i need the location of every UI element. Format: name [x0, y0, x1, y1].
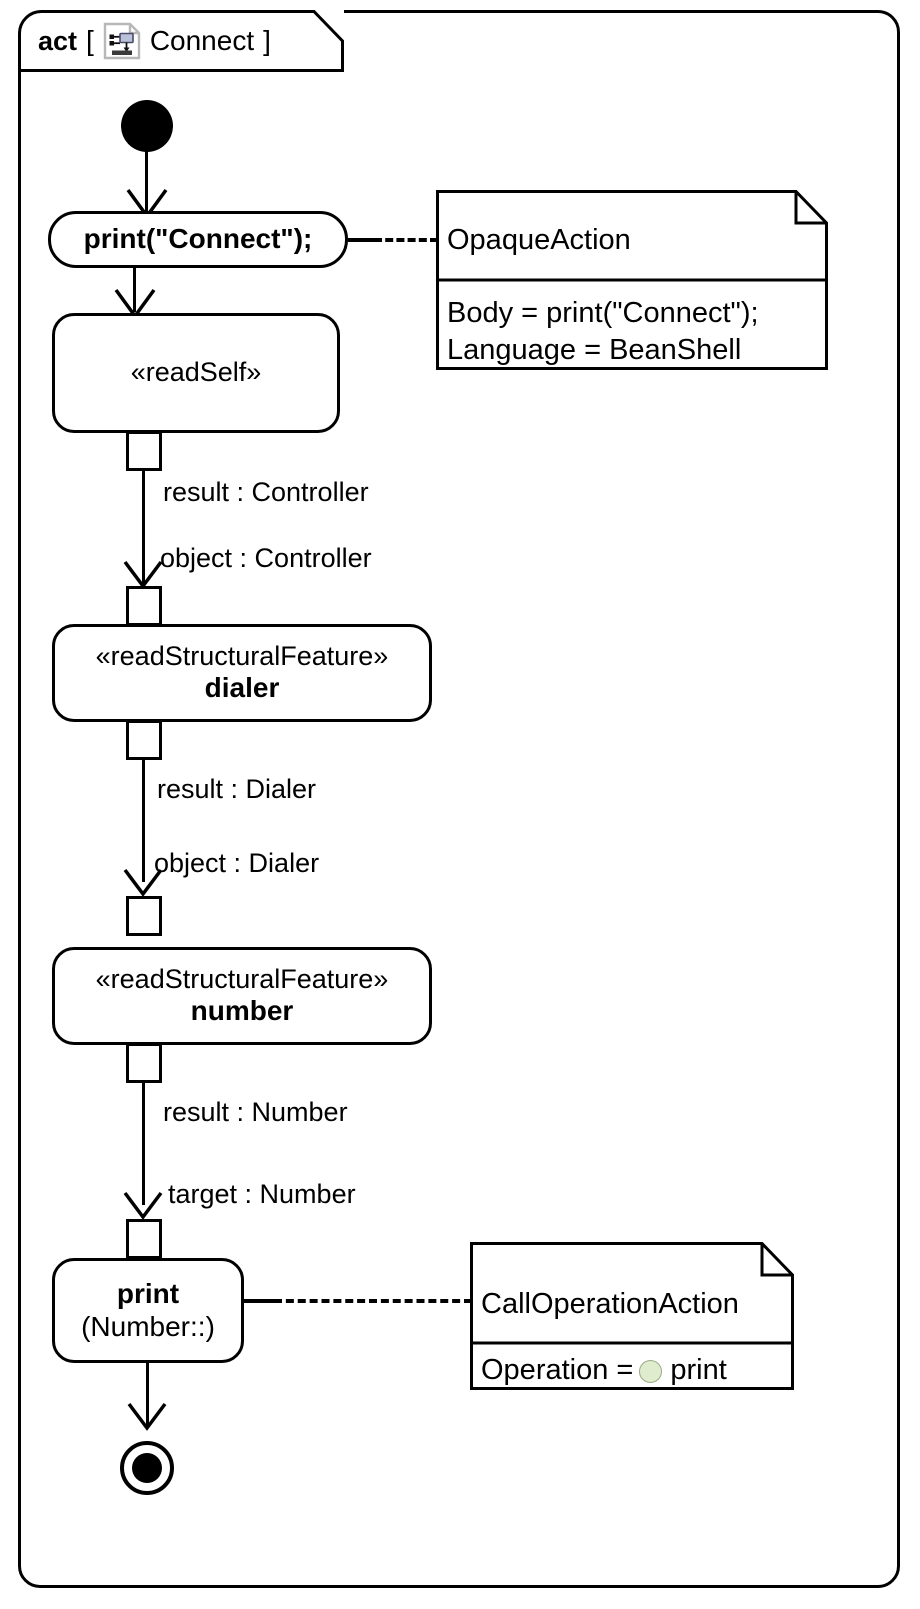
- note-attribute-body: Body = print("Connect");: [447, 296, 759, 329]
- action-number-name: number: [190, 995, 294, 1027]
- frame-bracket-open: [: [86, 25, 94, 56]
- edge-label-result-number: result : Number: [163, 1097, 348, 1127]
- frame-title-tab: act [ Connect ]: [18, 10, 344, 72]
- action-call-operation-print[interactable]: print (Number::): [52, 1258, 244, 1363]
- activity-final-node-center: [132, 1453, 162, 1483]
- edge-label-target-number: target : Number: [168, 1179, 356, 1209]
- action-read-self-stereotype: «readSelf»: [130, 357, 262, 388]
- edge-call-print-to-final: [146, 1363, 149, 1425]
- note-opaque-action-attributes: Body = print("Connect"); Language = Bean…: [436, 295, 828, 370]
- activity-diagram-icon: [103, 22, 141, 60]
- initial-node[interactable]: [121, 100, 173, 152]
- edge-label-result-controller: result : Controller: [163, 477, 369, 507]
- edge-read-self-to-dialer: [142, 471, 145, 591]
- edge-label-result-dialer: result : Dialer: [157, 774, 317, 804]
- anchor-link-call-operation-action: [274, 1299, 472, 1303]
- anchor-stub-opaque: [348, 238, 374, 242]
- note-attribute-operation-value: print: [670, 1354, 727, 1387]
- anchor-stub-call-operation: [244, 1299, 274, 1303]
- output-pin-number-result[interactable]: [126, 1043, 162, 1083]
- note-attribute-operation: Operation = print: [481, 1352, 794, 1390]
- note-call-operation-action: CallOperationAction Operation = print: [470, 1242, 794, 1390]
- frame-kind-label: act: [38, 25, 78, 56]
- edge-label-object-controller: object : Controller: [160, 543, 372, 573]
- input-pin-call-print-target[interactable]: [126, 1219, 162, 1259]
- input-pin-dialer-object[interactable]: [126, 586, 162, 626]
- edge-initial-to-print-connect: [145, 150, 148, 212]
- action-number-stereotype: «readStructuralFeature»: [95, 964, 389, 995]
- action-print-connect-label: print("Connect");: [83, 223, 313, 255]
- note-call-operation-action-shape: [470, 1242, 794, 1390]
- output-pin-read-self-result[interactable]: [126, 431, 162, 471]
- note-call-operation-attributes: Operation = print: [470, 1352, 794, 1390]
- action-print-connect[interactable]: print("Connect");: [48, 211, 348, 268]
- frame-bracket-close: ]: [263, 25, 271, 56]
- note-opaque-action-title: OpaqueAction: [447, 224, 631, 256]
- action-dialer-stereotype: «readStructuralFeature»: [95, 641, 389, 672]
- action-read-self[interactable]: «readSelf»: [52, 313, 340, 433]
- action-call-print-name: print: [116, 1278, 180, 1310]
- note-opaque-action-shape: [436, 190, 828, 370]
- output-pin-dialer-result[interactable]: [126, 720, 162, 760]
- edge-number-to-call-print: [142, 1083, 145, 1205]
- action-call-print-signature: (Number::): [81, 1310, 215, 1342]
- anchor-link-opaque-action: [374, 238, 438, 242]
- frame-tab-shape: [18, 10, 344, 72]
- edge-dialer-to-number: [142, 760, 145, 882]
- action-read-structural-feature-dialer[interactable]: «readStructuralFeature» dialer: [52, 624, 432, 722]
- action-read-structural-feature-number[interactable]: «readStructuralFeature» number: [52, 947, 432, 1045]
- edge-label-object-dialer: object : Dialer: [154, 848, 320, 878]
- note-attribute-language: Language = BeanShell: [447, 334, 742, 367]
- action-dialer-name: dialer: [204, 672, 280, 704]
- edge-print-connect-to-read-self: [133, 268, 136, 312]
- input-pin-number-object[interactable]: [126, 896, 162, 936]
- note-attribute-operation-label: Operation =: [481, 1354, 634, 1387]
- note-opaque-action: OpaqueAction Body = print("Connect"); La…: [436, 190, 828, 370]
- note-call-operation-action-title: CallOperationAction: [481, 1288, 739, 1320]
- frame-diagram-name: Connect: [149, 25, 255, 56]
- operation-icon: [639, 1359, 663, 1383]
